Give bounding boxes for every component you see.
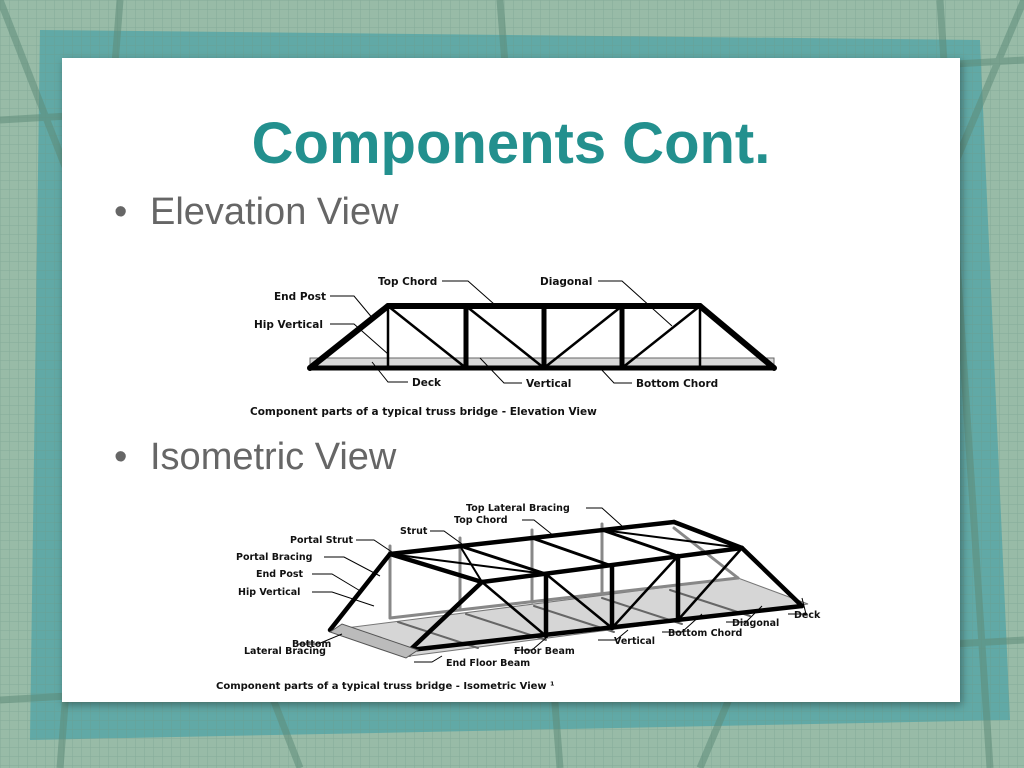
bullet-isometric-view: • Isometric View [114, 436, 396, 479]
elevation-leader-lines [330, 280, 673, 384]
isometric-label-top-chord: Top Chord [454, 515, 508, 526]
elevation-diagonal-4 [620, 304, 702, 370]
isometric-label-hip-vertical: Hip Vertical [238, 587, 300, 598]
isometric-view-diagram: Top Lateral Bracing Top Chord Strut Port… [216, 503, 821, 692]
isometric-label-vertical: Vertical [614, 636, 655, 647]
elevation-diagonal-2 [464, 304, 546, 370]
isometric-leader-lines [298, 507, 807, 663]
isometric-label-portal-strut: Portal Strut [290, 535, 354, 546]
slide-title: Components Cont. [251, 111, 771, 176]
bullet-text: Elevation View [150, 191, 399, 233]
isometric-label-lateral-bracing: Lateral Bracing [244, 646, 326, 657]
elevation-diagonal-1 [386, 304, 468, 370]
isometric-label-bottom-chord: Bottom Chord [668, 628, 742, 639]
elevation-diagonal-3 [542, 304, 624, 370]
elevation-label-vertical: Vertical [526, 378, 571, 390]
bullet-text: Isometric View [150, 436, 397, 478]
isometric-label-portal-bracing: Portal Bracing [236, 552, 312, 563]
elevation-end-post-right [697, 303, 777, 371]
isometric-label-floor-beam: Floor Beam [514, 646, 575, 657]
elevation-truss [307, 303, 777, 371]
elevation-label-deck: Deck [412, 377, 442, 389]
isometric-top-frame [327, 519, 745, 633]
isometric-label-diagonal: Diagonal [732, 618, 779, 629]
isometric-caption: Component parts of a typical truss bridg… [216, 681, 555, 692]
elevation-label-bottom-chord: Bottom Chord [636, 378, 718, 390]
isometric-end-floor-beam-shape [328, 623, 420, 659]
bullet-elevation-view: • Elevation View [114, 191, 399, 234]
slide-card: Components Cont. • Elevation View • Isomet… [62, 58, 960, 702]
isometric-label-bottom: Bottom [292, 639, 331, 650]
isometric-truss [327, 519, 809, 659]
elevation-label-hip-vertical: Hip Vertical [254, 319, 323, 331]
isometric-label-strut: Strut [400, 526, 428, 537]
elevation-label-top-chord: Top Chord [378, 276, 437, 288]
bullet-dot: • [114, 191, 128, 233]
elevation-labels: Top Chord Diagonal End Post Hip Vertical… [254, 276, 718, 390]
isometric-label-top-lateral-bracing: Top Lateral Bracing [466, 503, 570, 514]
isometric-near-truss [407, 545, 805, 653]
elevation-label-diagonal: Diagonal [540, 276, 592, 288]
elevation-caption: Component parts of a typical truss bridg… [250, 406, 597, 418]
elevation-view-diagram: Top Chord Diagonal End Post Hip Vertical… [250, 276, 777, 418]
isometric-label-end-floor-beam: End Floor Beam [446, 658, 530, 669]
bullet-dot: • [114, 436, 128, 478]
isometric-label-deck: Deck [794, 610, 821, 621]
elevation-end-post-left [307, 303, 391, 371]
elevation-label-end-post: End Post [274, 291, 326, 303]
isometric-labels: Top Lateral Bracing Top Chord Strut Port… [236, 503, 821, 669]
isometric-label-end-post: End Post [256, 569, 304, 580]
